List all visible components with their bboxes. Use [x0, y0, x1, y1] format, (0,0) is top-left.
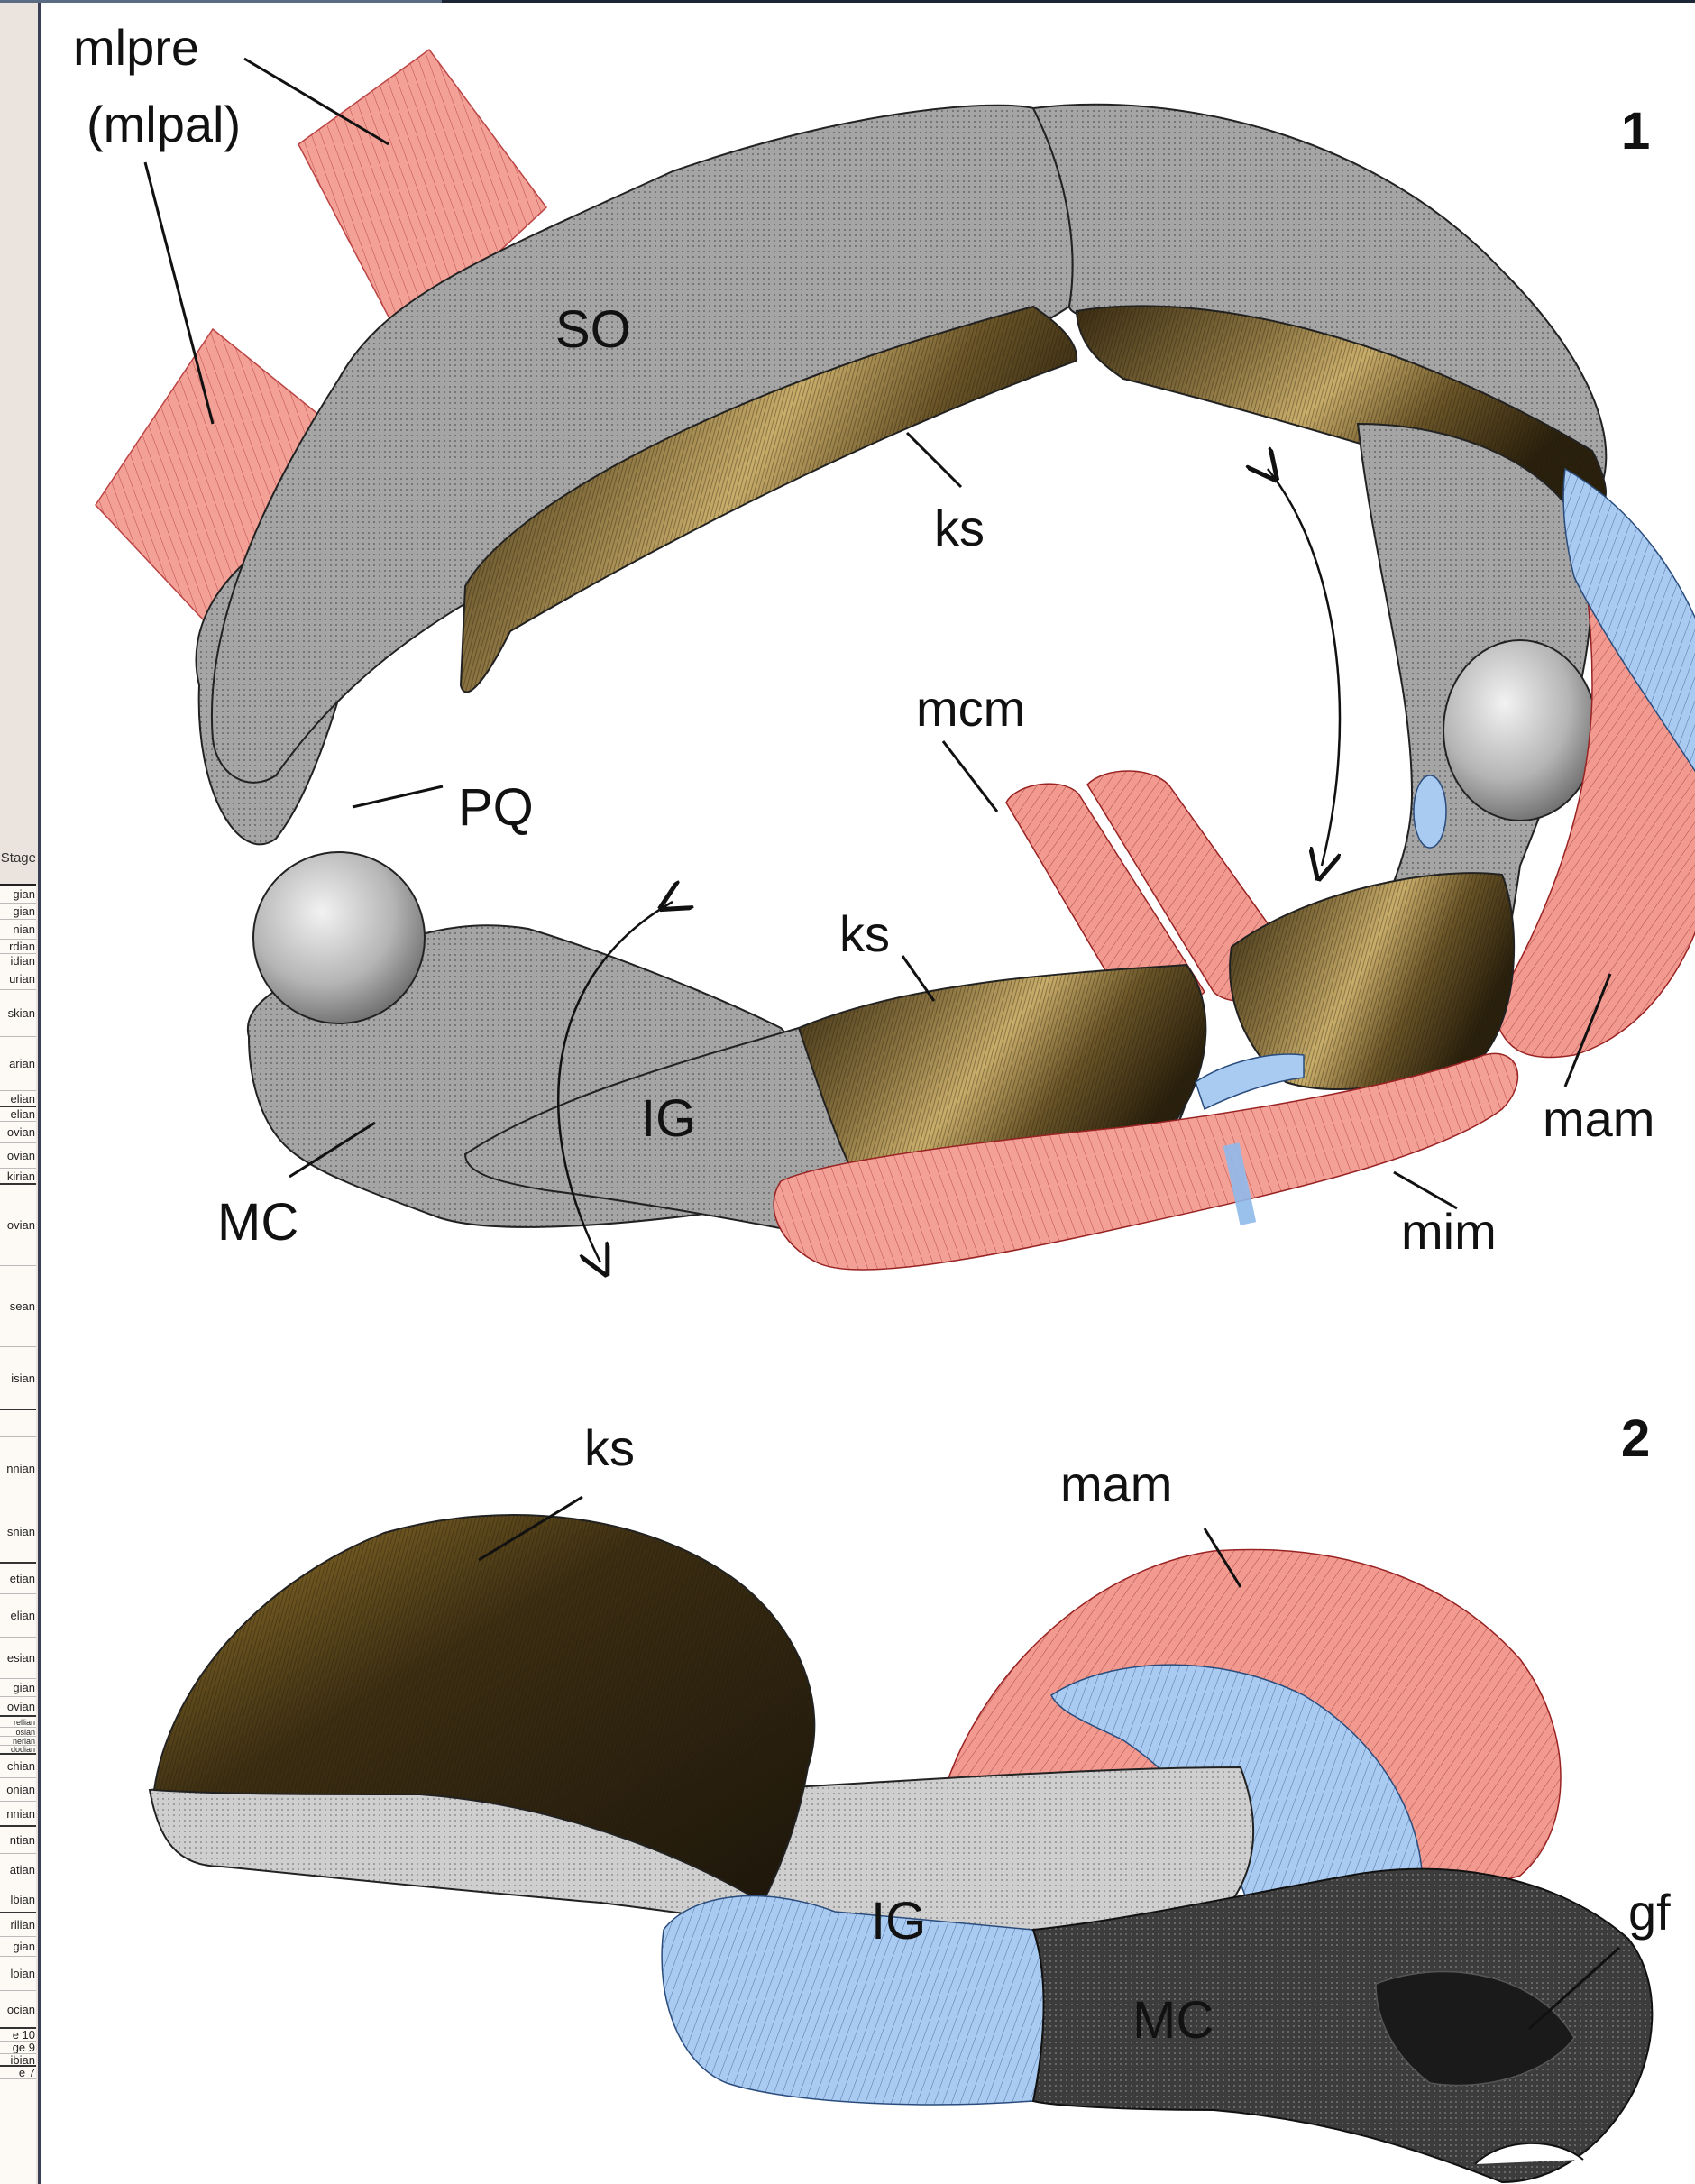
stage-row: [0, 1410, 36, 1437]
stage-row: urian: [0, 968, 36, 990]
label-ks-upper: ks: [934, 500, 985, 556]
stage-row: ovian: [0, 1143, 36, 1169]
panel-number-2: 2: [1621, 1409, 1650, 1468]
jaw-joint-sphere: [253, 852, 425, 1023]
stage-row: isian: [0, 1347, 36, 1410]
stage-row: idian: [0, 954, 36, 968]
stage-row: loian: [0, 1957, 36, 1991]
stage-row: ovian: [0, 1185, 36, 1266]
label-mlpre: mlpre: [73, 19, 199, 76]
stage-row: chian: [0, 1755, 36, 1778]
label-ks-panel2: ks: [584, 1419, 635, 1476]
label-ig: IG: [641, 1089, 696, 1148]
stage-row: ovian: [0, 1122, 36, 1143]
leader-mcm: [943, 741, 997, 812]
blue-ligament-panel2: [662, 1896, 1043, 2105]
label-ig-panel2: IG: [871, 1892, 926, 1950]
stage-row: gian: [0, 1937, 36, 1957]
label-mam: mam: [1543, 1090, 1654, 1147]
stage-row: kirian: [0, 1169, 36, 1185]
stage-row: oslan: [0, 1728, 36, 1737]
panel-2: ks mam IG MC gf 2: [150, 1409, 1671, 2182]
stage-row: nnian: [0, 1802, 36, 1827]
label-mc-panel2: MC: [1132, 1991, 1214, 2050]
stage-row: nian: [0, 920, 36, 940]
leader-ks-upper: [907, 433, 961, 487]
label-mcm: mcm: [916, 680, 1025, 737]
stage-column-header: Stage: [1, 850, 36, 866]
stage-row: skian: [0, 990, 36, 1037]
stage-row: ibian: [0, 2054, 36, 2067]
stage-row: e 7: [0, 2067, 36, 2079]
stage-row: gian: [0, 904, 36, 920]
stage-row: onian: [0, 1778, 36, 1802]
stage-row: esian: [0, 1638, 36, 1679]
stage-row: rellian: [0, 1717, 36, 1728]
quadrate-condyle: [1443, 640, 1597, 821]
stage-row: ovian: [0, 1697, 36, 1717]
label-mim: mim: [1401, 1203, 1497, 1260]
stage-row: snian: [0, 1500, 36, 1564]
stage-row: etian: [0, 1564, 36, 1594]
stage-row: dodian: [0, 1746, 36, 1755]
label-gf: gf: [1628, 1884, 1671, 1941]
stage-row: elian: [0, 1107, 36, 1122]
stage-row: nnian: [0, 1437, 36, 1500]
stage-row: gian: [0, 1679, 36, 1697]
stage-row: rdian: [0, 940, 36, 954]
label-pq: PQ: [458, 778, 534, 837]
stage-row: lbian: [0, 1886, 36, 1913]
leader-pq: [353, 786, 443, 807]
stage-row: atian: [0, 1854, 36, 1886]
panel-1: mlpre (mlpal) SO ks mcm PQ ks IG MC mam …: [73, 19, 1695, 1270]
label-so: SO: [555, 300, 631, 359]
stage-row: ocian: [0, 1991, 36, 2029]
stage-row: gian: [0, 886, 36, 904]
panel-number-1: 1: [1621, 102, 1650, 161]
stage-row: arian: [0, 1037, 36, 1091]
label-mlpal: (mlpal): [87, 96, 241, 152]
rotation-arrow-upper: [1268, 469, 1340, 866]
label-mam-panel2: mam: [1060, 1455, 1172, 1512]
stage-row: e 10: [0, 2029, 36, 2042]
stage-row: ntian: [0, 1827, 36, 1854]
stage-row: sean: [0, 1266, 36, 1347]
stage-row: elian: [0, 1594, 36, 1638]
stage-row: rilian: [0, 1913, 36, 1937]
stage-row: ge 9: [0, 2042, 36, 2054]
jaw-anatomy-figure: mlpre (mlpal) SO ks mcm PQ ks IG MC mam …: [41, 0, 1695, 2184]
stage-row: nerian: [0, 1737, 36, 1746]
label-mc: MC: [217, 1193, 298, 1252]
label-ks-lower: ks: [839, 905, 890, 962]
stage-row: elian: [0, 1091, 36, 1107]
blue-ligament-small: [1414, 775, 1446, 848]
